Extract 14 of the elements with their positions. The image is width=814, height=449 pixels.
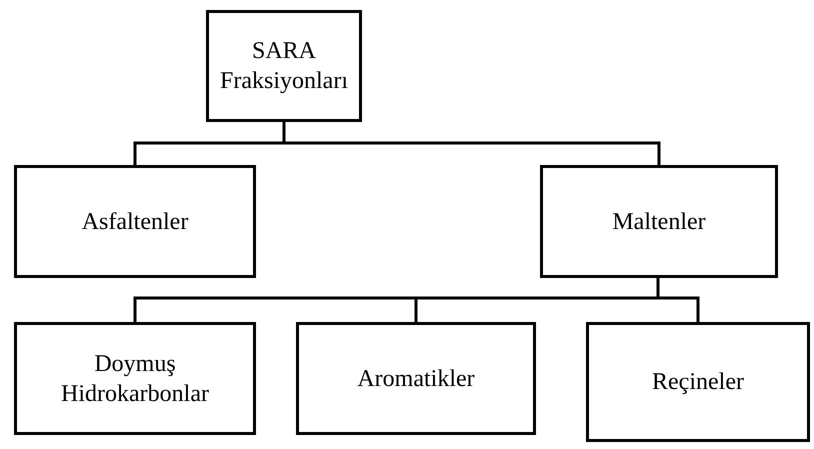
category-box: [14, 165, 256, 278]
box-label: SARA Fraksiyonları: [219, 37, 349, 96]
category-box: [14, 322, 256, 435]
category-box: [206, 10, 362, 122]
connector-line: [656, 278, 700, 322]
box-label: Doymuş Hidrokarbonlar: [60, 350, 210, 408]
connector-line: [282, 122, 660, 165]
category-box: [540, 165, 778, 278]
box-label: Reçineler: [651, 368, 745, 397]
box-label: Maltenler: [611, 208, 707, 236]
category-box: [296, 322, 536, 435]
box-label: Aromatikler: [356, 364, 476, 394]
box-label: Asfaltenler: [80, 208, 190, 236]
category-box: [586, 322, 810, 442]
